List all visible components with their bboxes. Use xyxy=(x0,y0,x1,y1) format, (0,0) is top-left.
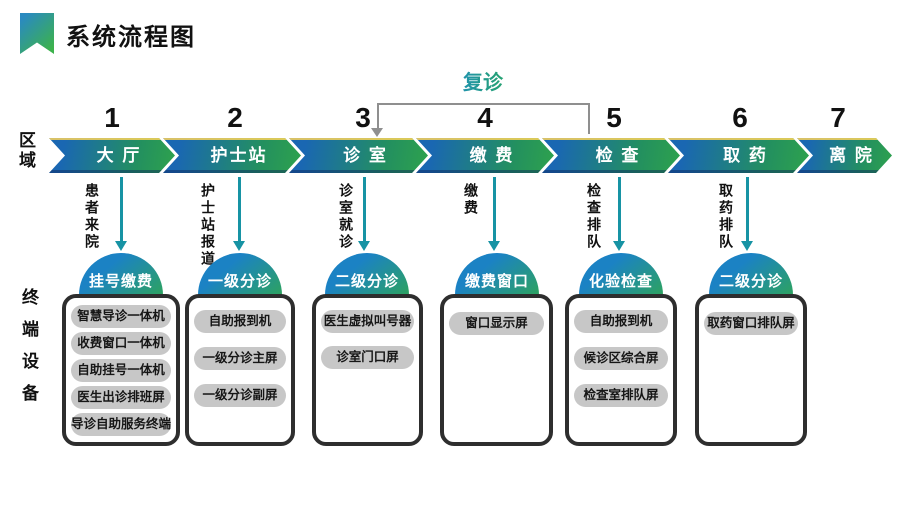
step-number-2: 2 xyxy=(227,102,243,133)
device-card-1: 智慧导诊一体机 收费窗口一体机 自助挂号一体机 医生出诊排班屏 导诊自助服务终端 xyxy=(62,294,180,446)
action-label-6: 取药排队 xyxy=(718,183,734,251)
step-number-1: 1 xyxy=(104,102,120,133)
device-pill: 一级分诊主屏 xyxy=(194,347,286,370)
revisit-bracket-line xyxy=(377,103,590,134)
device-pill: 检查室排队屏 xyxy=(574,384,668,407)
device-pill: 一级分诊副屏 xyxy=(194,384,286,407)
flow-arrowhead-2-icon xyxy=(233,241,245,251)
zone-chevron-pay: 缴 费 xyxy=(416,138,554,173)
action-label-5: 检查排队 xyxy=(586,183,602,251)
device-pill: 诊室门口屏 xyxy=(321,346,414,369)
flow-arrowhead-3-icon xyxy=(358,241,370,251)
step-number-4: 4 xyxy=(477,102,493,133)
device-pill: 医生出诊排班屏 xyxy=(71,386,171,409)
zone-chevron-clinic: 诊 室 xyxy=(289,138,428,173)
action-label-2: 护士站报道 xyxy=(200,183,216,268)
flow-arrowhead-1-icon xyxy=(115,241,127,251)
device-pill: 候诊区综合屏 xyxy=(574,347,668,370)
device-pill: 智慧导诊一体机 xyxy=(71,305,171,328)
zone-row-label: 区域 xyxy=(16,131,35,171)
flow-arrowhead-5-icon xyxy=(613,241,625,251)
bookmark-ribbon-icon xyxy=(20,13,54,54)
device-card-2: 自助报到机 一级分诊主屏 一级分诊副屏 xyxy=(185,294,295,446)
flow-arrow-5 xyxy=(618,177,621,242)
flow-arrow-4 xyxy=(493,177,496,242)
flow-arrow-1 xyxy=(120,177,123,242)
zone-chevron-hall: 大 厅 xyxy=(49,138,175,173)
action-label-4: 缴费 xyxy=(463,183,479,217)
action-label-1: 患者来院 xyxy=(84,183,100,251)
device-card-3: 医生虚拟叫号器 诊室门口屏 xyxy=(312,294,423,446)
step-number-3: 3 xyxy=(355,102,371,133)
device-pill: 窗口显示屏 xyxy=(449,312,544,335)
revisit-label: 复诊 xyxy=(448,66,518,95)
device-pill: 自助挂号一体机 xyxy=(71,359,171,382)
step-number-5: 5 xyxy=(606,102,622,133)
zone-chevron-nurse: 护士站 xyxy=(163,138,301,173)
device-card-6: 取药窗口排队屏 xyxy=(695,294,807,446)
zone-chevron-pharmacy: 取 药 xyxy=(668,138,809,173)
device-pill: 收费窗口一体机 xyxy=(71,332,171,355)
device-pill: 医生虚拟叫号器 xyxy=(321,310,414,333)
step-number-6: 6 xyxy=(732,102,748,133)
revisit-arrowhead-icon xyxy=(371,128,383,137)
flow-arrow-3 xyxy=(363,177,366,242)
device-card-4: 窗口显示屏 xyxy=(440,294,553,446)
step-number-7: 7 xyxy=(830,102,846,133)
flow-arrow-2 xyxy=(238,177,241,242)
device-pill: 取药窗口排队屏 xyxy=(704,312,798,335)
flow-arrowhead-6-icon xyxy=(741,241,753,251)
device-pill: 导诊自助服务终端 xyxy=(71,413,171,436)
zone-chevron-exam: 检 查 xyxy=(542,138,680,173)
device-card-5: 自助报到机 候诊区综合屏 检查室排队屏 xyxy=(565,294,677,446)
zone-chevron-leave: 离 院 xyxy=(797,138,892,173)
flow-arrow-6 xyxy=(746,177,749,242)
flow-arrowhead-4-icon xyxy=(488,241,500,251)
page-title: 系统流程图 xyxy=(66,24,196,51)
terminal-row-label: 终端设备 xyxy=(19,288,38,416)
device-pill: 自助报到机 xyxy=(574,310,668,333)
device-pill: 自助报到机 xyxy=(194,310,286,333)
action-label-3: 诊室就诊 xyxy=(338,183,354,251)
